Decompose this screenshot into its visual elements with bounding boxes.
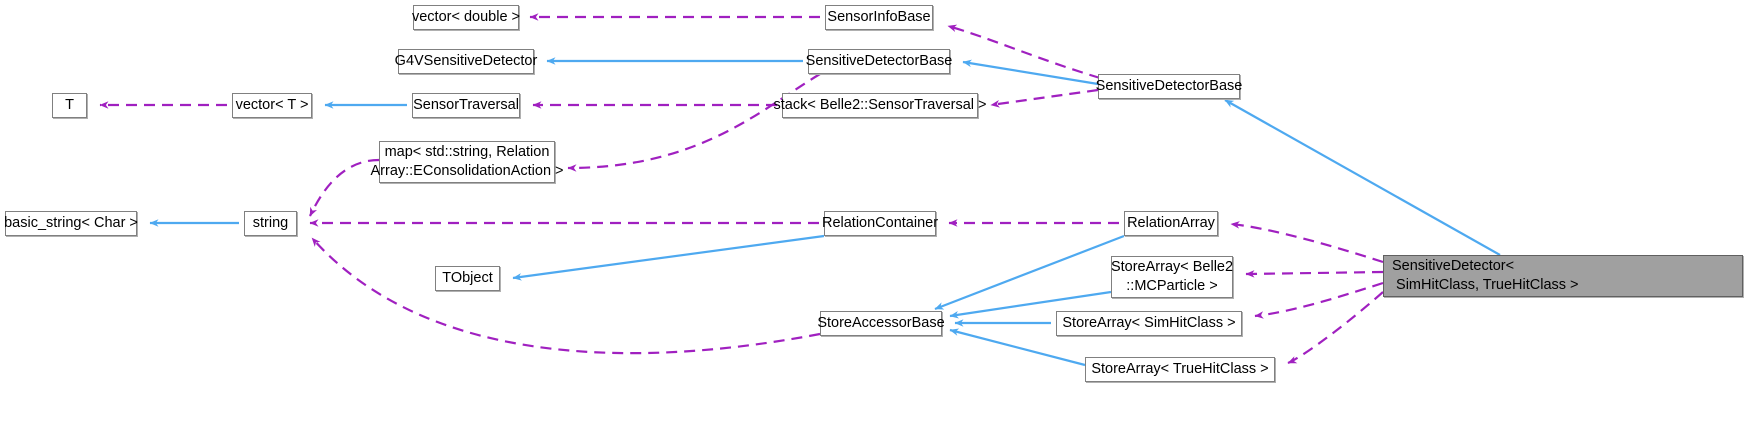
class-node-relationarray[interactable]: RelationArray	[1124, 211, 1218, 236]
class-node-basic_string[interactable]: basic_string< Char >	[4, 211, 138, 236]
edge-sensitivedetector-to-storearray_simhit	[1254, 281, 1384, 319]
class-node-string[interactable]: string	[244, 211, 297, 236]
edge-sensitivedetector-to-sdbase_right	[1224, 99, 1501, 256]
class-node-storearray_truehit[interactable]: StoreArray< TrueHitClass >	[1085, 357, 1275, 382]
class-node-stack_traversal[interactable]: stack< Belle2::SensorTraversal >	[773, 93, 987, 118]
class-node-vector_double[interactable]: vector< double >	[412, 5, 520, 30]
edge-storearray_mc-to-storeaccessorbase	[949, 290, 1112, 319]
edge-storeaccessorbase-to-string	[311, 237, 821, 355]
class-node-relationcontainer[interactable]: RelationContainer	[822, 211, 938, 236]
edge-map_relation-to-string	[309, 158, 380, 217]
class-node-sdbase_mid[interactable]: SensitiveDetectorBase	[806, 49, 952, 74]
class-node-t_param[interactable]: T	[52, 93, 87, 118]
edge-sdbase_right-to-sdbase_mid	[962, 59, 1099, 86]
class-node-sensortraversal[interactable]: SensorTraversal	[412, 93, 520, 118]
edge-relationarray-to-storeaccessorbase	[934, 234, 1125, 311]
class-node-g4vsensitive[interactable]: G4VSensitiveDetector	[395, 49, 537, 74]
edge-sdbase_mid-to-map_relation	[567, 73, 821, 172]
class-node-tobject[interactable]: TObject	[435, 266, 500, 291]
class-node-vector_t[interactable]: vector< T >	[232, 93, 312, 118]
class-node-sensitivedetector[interactable]: SensitiveDetector< SimHitClass, TrueHitC…	[1383, 255, 1743, 297]
edge-sensitivedetector-to-storearray_mc	[1245, 270, 1384, 278]
edge-storearray_truehit-to-storeaccessorbase	[949, 328, 1086, 367]
class-node-storearray_simhit[interactable]: StoreArray< SimHitClass >	[1056, 311, 1242, 336]
class-node-storearray_mc[interactable]: StoreArray< Belle2 ::MCParticle >	[1111, 256, 1233, 298]
class-node-storeaccessorbase[interactable]: StoreAccessorBase	[817, 311, 945, 336]
class-node-sensorinfobase[interactable]: SensorInfoBase	[825, 5, 933, 30]
edge-sensitivedetector-to-relationarray	[1230, 221, 1384, 264]
edge-sensitivedetector-to-storearray_truehit	[1287, 291, 1384, 365]
class-node-sdbase_right[interactable]: SensitiveDetectorBase	[1096, 74, 1242, 99]
edge-sdbase_right-to-stack_traversal	[990, 88, 1099, 108]
edge-relationcontainer-to-tobject	[512, 234, 825, 281]
class-node-map_relation[interactable]: map< std::string, Relation Array::EConso…	[370, 141, 564, 183]
edge-sdbase_right-to-sensorinfobase	[947, 24, 1101, 80]
